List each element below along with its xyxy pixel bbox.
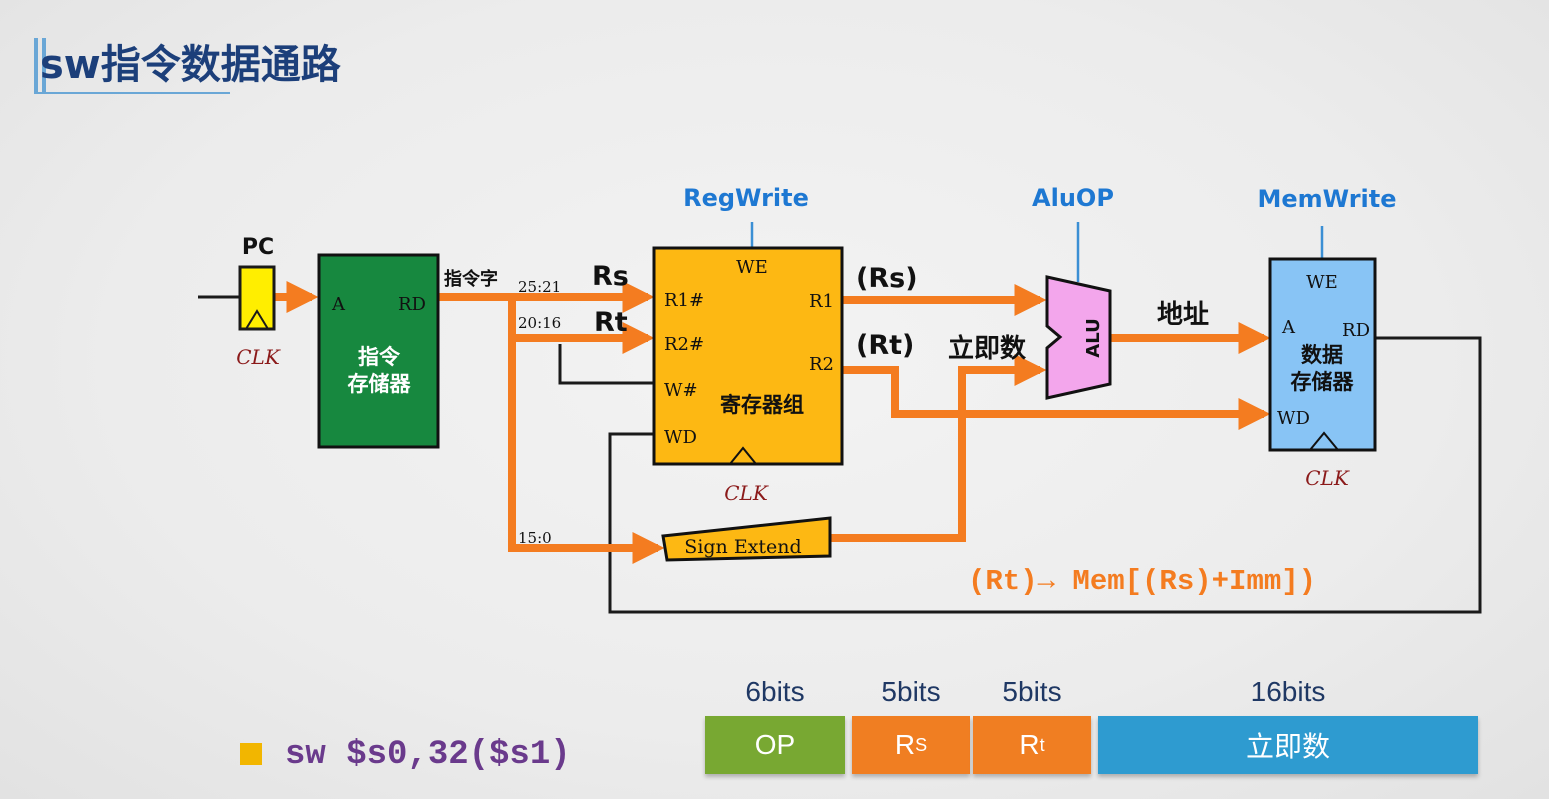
rt-input-label: Rt — [594, 307, 628, 338]
dmem-port-a: A — [1281, 317, 1296, 338]
imem-port-rd: RD — [398, 294, 426, 315]
dmem-port-rd: RD — [1342, 320, 1370, 341]
title-decoration — [28, 30, 230, 96]
aluop-control-label: AluOP — [1032, 184, 1114, 212]
instruction-memory — [317, 253, 440, 449]
writeback-wire — [608, 336, 1482, 614]
field-imm-label: 立即数 — [1245, 731, 1330, 762]
field-rt-label: R — [1019, 729, 1040, 760]
field-rs-label: R — [894, 729, 916, 760]
control-wires — [750, 222, 1324, 282]
alu-label: ALU — [1083, 318, 1104, 357]
pc-register — [238, 265, 276, 331]
field-rt-sub: t — [1039, 734, 1045, 755]
field-op: OP — [705, 716, 845, 774]
regfile-r1-port: R1 — [809, 291, 834, 312]
imem-port-a: A — [331, 294, 346, 315]
title-underline — [34, 92, 230, 94]
regfile-wn-port: W# — [664, 380, 698, 401]
dmem-name-line2: 存储器 — [1291, 370, 1355, 394]
address-label: 地址 — [1157, 300, 1209, 330]
instruction-word-label: 指令字 — [444, 268, 498, 290]
dmem-clock-triangle — [1309, 431, 1339, 451]
regfile-clk-label: CLK — [724, 481, 769, 505]
regfile-r2n-port: R2# — [664, 334, 704, 355]
page-title: sw指令数据通路 — [40, 42, 341, 88]
field-op-label: OP — [754, 729, 796, 760]
immediate-label: 立即数 — [948, 333, 1027, 364]
pc-clk-label: CLK — [236, 345, 281, 369]
orange-wires — [274, 281, 1271, 564]
dmem-port-wd: WD — [1277, 408, 1310, 429]
field-rs-bits: 5bits — [881, 676, 941, 707]
imem-name-line1: 指令 — [358, 345, 401, 369]
field-imm-bits: 16bits — [1250, 676, 1326, 707]
black-wires — [198, 295, 1482, 614]
write-reg-wire — [558, 344, 654, 385]
dmem-name-line1: 数据 — [1301, 343, 1343, 367]
title-bar-right — [42, 38, 46, 92]
field-rt-bits: 5bits — [1002, 676, 1062, 707]
field-op-bits: 6bits — [745, 676, 805, 707]
pc-label: PC — [242, 235, 274, 260]
bits-imm-label: 15:0 — [518, 529, 552, 547]
sign-extend-unit — [661, 516, 832, 562]
regwrite-control-label: RegWrite — [683, 184, 809, 212]
regfile-wd-port: WD — [664, 427, 697, 448]
memwrite-control-label: MemWrite — [1257, 185, 1396, 213]
regfile-we-port: WE — [736, 257, 768, 278]
dmem-we-port: WE — [1306, 272, 1338, 293]
rs-value-label: (Rs) — [856, 263, 918, 294]
bits-rs-label: 25:21 — [518, 278, 561, 296]
regfile-r1n-port: R1# — [664, 290, 704, 311]
bullet-icon — [240, 743, 262, 765]
bits-rt-label: 20:16 — [518, 314, 561, 332]
data-memory — [1268, 257, 1377, 452]
field-imm: 立即数 — [1098, 716, 1478, 774]
regfile-name: 寄存器组 — [720, 393, 804, 417]
title-bar-left — [34, 38, 38, 92]
register-file — [652, 246, 844, 466]
sw-formula: (Rt)→ Mem[(Rs)+Imm]) — [968, 565, 1316, 598]
regfile-r2-port: R2 — [809, 354, 834, 375]
alu — [1045, 275, 1112, 400]
sign-extend-label: Sign Extend — [684, 536, 801, 558]
rs-input-label: Rs — [592, 261, 629, 292]
regfile-clock-triangle — [729, 446, 757, 465]
pc-clock-triangle — [245, 309, 269, 330]
field-rs-sub: S — [915, 734, 928, 755]
imm-wire — [508, 338, 665, 564]
ext-to-alu-wire — [828, 354, 1047, 542]
imem-name-line2: 存储器 — [348, 372, 412, 396]
instruction-example: sw $s0,32($s1) — [285, 736, 571, 774]
r2-to-wd-wire — [842, 366, 1271, 430]
rt-value-label: (Rt) — [856, 330, 914, 361]
dmem-clk-label: CLK — [1305, 466, 1350, 490]
